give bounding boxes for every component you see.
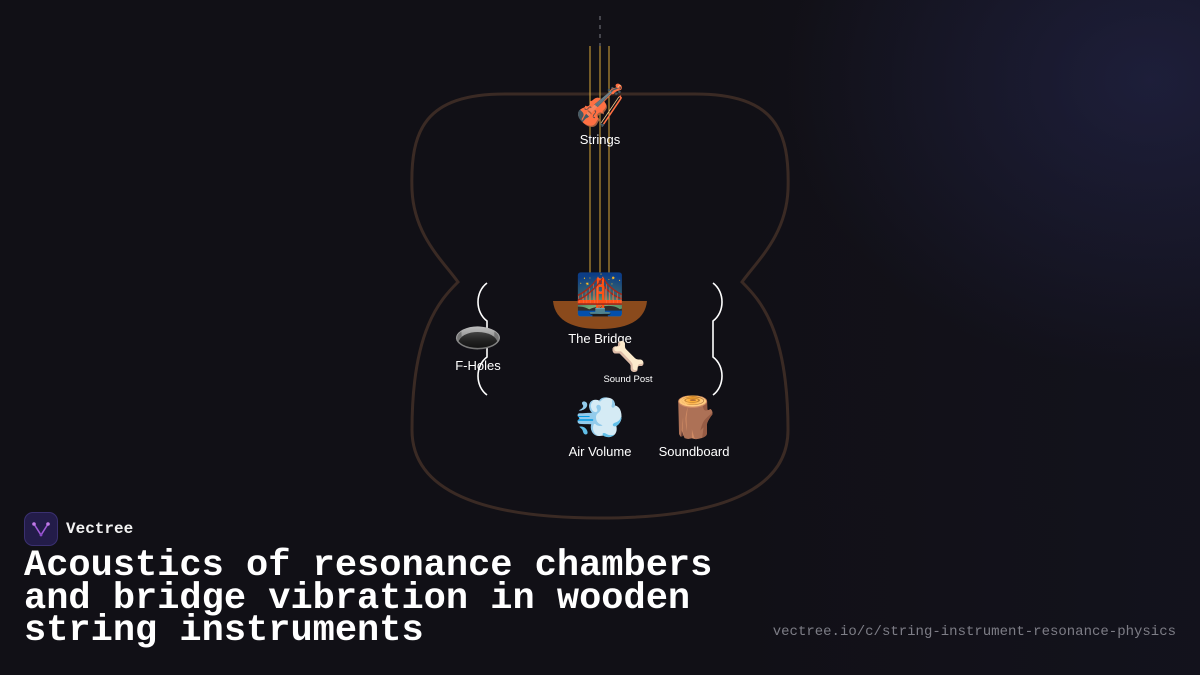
- source-url: vectree.io/c/string-instrument-resonance…: [772, 624, 1176, 640]
- bridge-label: The Bridge: [568, 331, 632, 346]
- dash-wind-icon: 💨: [575, 395, 625, 441]
- node-soundpost: 🦴 Sound Post: [603, 340, 653, 386]
- node-fholes: 🕳️ F-Holes: [453, 310, 503, 373]
- brand-name: Vectree: [66, 520, 134, 538]
- bone-icon: 🦴: [610, 340, 646, 373]
- strings-label: Strings: [579, 132, 621, 147]
- page-title: Acoustics of resonance chambers and brid…: [24, 545, 713, 652]
- node-soundboard: 🪵 Soundboard: [659, 396, 730, 459]
- bridge-icon: 🌉: [575, 272, 625, 318]
- node-airvolume: 💨 Air Volume: [569, 396, 632, 459]
- f-hole-right: [712, 282, 723, 396]
- soundpost-label: Sound Post: [603, 374, 653, 385]
- brand: Vectree: [24, 512, 133, 546]
- node-bridge: 🌉 The Bridge: [568, 273, 632, 346]
- hole-icon: 🕳️: [453, 309, 503, 355]
- airvolume-label: Air Volume: [568, 444, 632, 459]
- violin-icon: 🎻: [575, 83, 625, 129]
- soundboard-label: Soundboard: [658, 444, 730, 459]
- instrument-body-outline: [410, 92, 790, 520]
- node-strings: 🎻 Strings: [575, 84, 625, 147]
- wood-log-icon: 🪵: [669, 395, 719, 441]
- f-hole-left: [477, 282, 488, 396]
- fholes-label: F-Holes: [455, 358, 501, 373]
- vectree-logo-icon: [24, 512, 58, 546]
- bridge-base: [553, 301, 647, 329]
